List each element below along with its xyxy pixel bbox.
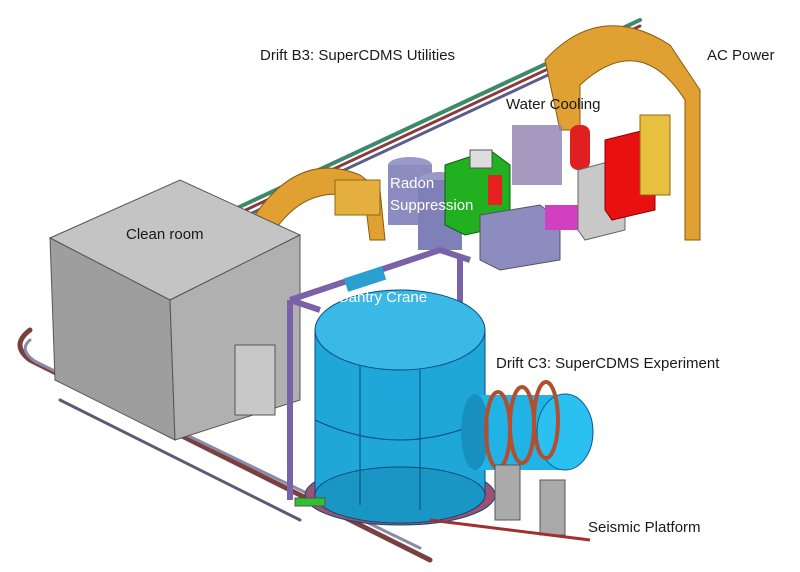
label-clean-room: Clean room — [126, 226, 204, 243]
label-drift-c3: Drift C3: SuperCDMS Experiment — [496, 355, 720, 372]
label-radon-line1: Radon — [390, 175, 435, 192]
clean-room-structure — [48, 179, 302, 441]
label-radon-line2: Suppression — [390, 197, 474, 214]
experiment-shield — [304, 289, 496, 526]
label-ac-power: AC Power — [707, 47, 775, 64]
label-gantry-crane: Gantry Crane — [337, 289, 428, 306]
label-seismic-platform: Seismic Platform — [588, 519, 701, 536]
label-drift-b3: Drift B3: SuperCDMS Utilities — [260, 47, 456, 64]
utility-equipment — [334, 114, 671, 271]
label-water-cooling: Water Cooling — [506, 96, 601, 113]
cryostat — [461, 380, 594, 471]
crane-beam — [343, 266, 387, 292]
seismic-platform — [294, 464, 591, 542]
